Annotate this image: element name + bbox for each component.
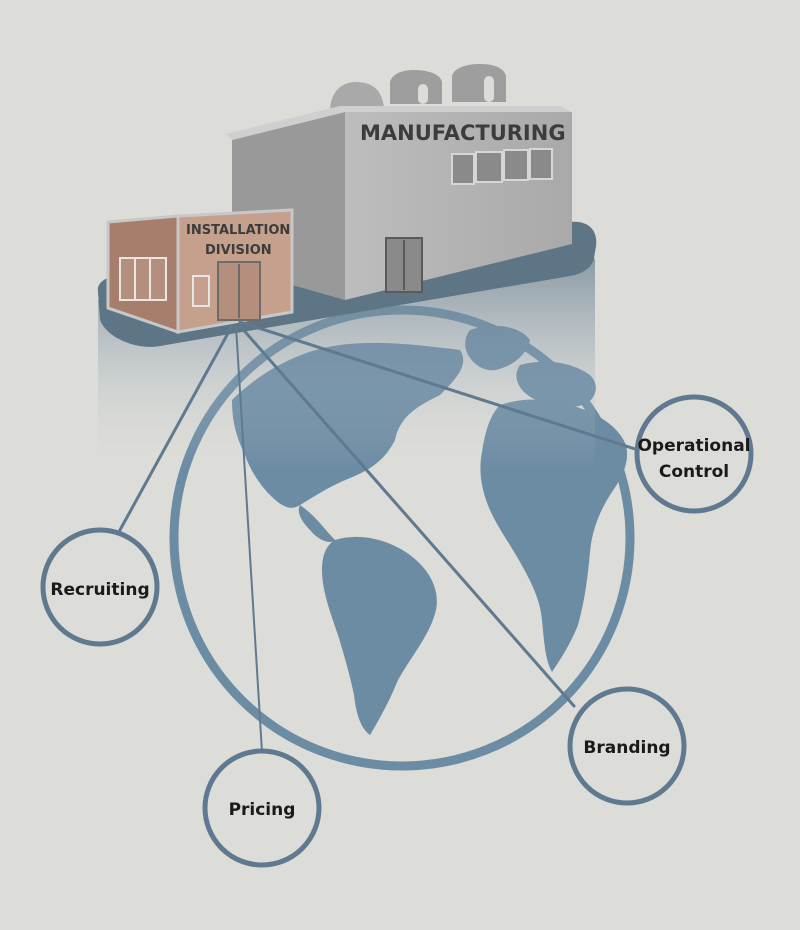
node-pricing: Pricing	[202, 748, 322, 868]
mfg-window-2	[475, 151, 503, 183]
node-ring	[634, 394, 754, 514]
node-label-line1: Branding	[583, 738, 670, 758]
node-label-line1: Recruiting	[50, 580, 149, 600]
mfg-window-3	[503, 149, 529, 181]
installation-label-line2: DIVISION	[205, 243, 272, 258]
roof-vent-1	[330, 82, 384, 108]
installation-small-window	[192, 275, 210, 307]
installation-side-window	[119, 257, 167, 301]
connector-operational-control	[238, 320, 640, 452]
manufacturing-label: MANUFACTURING	[360, 121, 566, 145]
node-ring	[40, 527, 160, 647]
node-ring	[567, 686, 687, 806]
manufacturing-top-edge	[226, 106, 572, 140]
node-branding: Branding	[567, 686, 687, 806]
installation-building: INSTALLATION DIVISION	[106, 208, 294, 335]
roof-vent-3-slot	[484, 76, 494, 102]
roof-vent-2	[390, 70, 442, 104]
continent-central-america	[298, 505, 335, 542]
node-recruiting: Recruiting	[40, 527, 160, 647]
connector-recruiting	[118, 324, 234, 532]
node-label-line2: Control	[659, 462, 729, 482]
mfg-window-4	[529, 148, 553, 180]
connector-pricing	[235, 325, 263, 753]
connector-branding	[238, 324, 576, 708]
continent-south-america	[322, 536, 437, 735]
connectors	[118, 320, 640, 753]
node-label-line1: Pricing	[229, 800, 296, 820]
roof-vent-2-slot	[418, 84, 428, 104]
roof-vent-3	[452, 64, 506, 102]
manufacturing-building: MANUFACTURING	[226, 64, 572, 300]
mfg-window-1	[451, 153, 475, 185]
node-operational-control: Operational Control	[634, 394, 754, 514]
installation-label-line1: INSTALLATION	[186, 223, 290, 238]
node-label-line1: Operational	[637, 436, 750, 456]
node-ring	[202, 748, 322, 868]
